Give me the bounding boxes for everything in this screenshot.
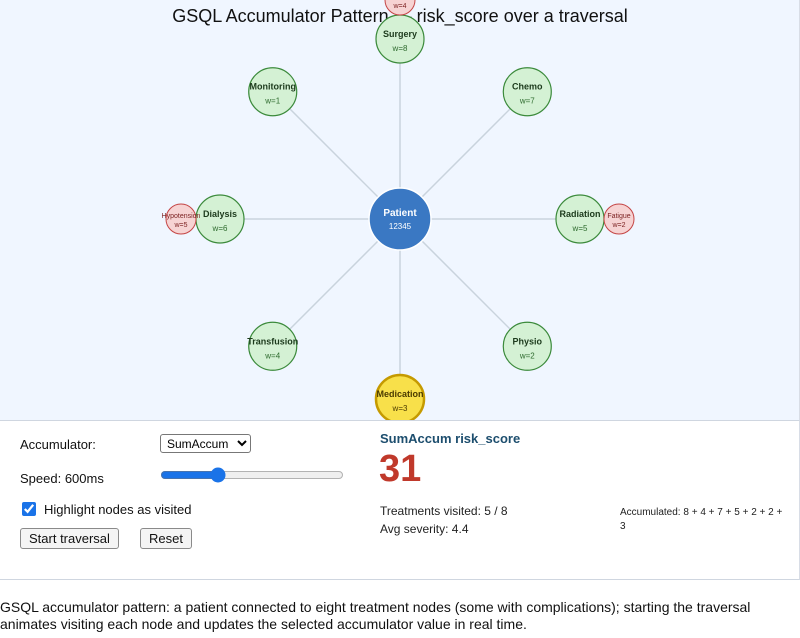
traversal-graph: GSQL Accumulator Pattern — risk_score ov… xyxy=(162,0,635,420)
treatment-label-surgery: Surgery xyxy=(383,29,417,39)
treatment-node-physio[interactable]: Physio w=2 xyxy=(502,321,552,371)
treatment-circle-chemo[interactable] xyxy=(502,67,552,117)
highlight-checkbox[interactable] xyxy=(22,502,36,516)
patient-circle[interactable] xyxy=(368,187,432,251)
treatment-weight-transfusion: w=4 xyxy=(264,351,280,360)
complication-weight-fatigue: w=2 xyxy=(611,222,625,229)
treatment-circle-physio[interactable] xyxy=(502,321,552,371)
treatment-label-radiation: Radiation xyxy=(559,209,600,219)
accumulator-label: Accumulator: xyxy=(20,437,96,452)
patient-node[interactable]: Patient 12345 xyxy=(368,187,432,251)
treatment-circle-medication[interactable] xyxy=(374,373,426,420)
node-layer: Surgeryw=8Chemow=7Radiationw=5Physiow=2M… xyxy=(162,0,635,420)
complication-label-hypotension: Hypotension xyxy=(162,213,201,220)
treatment-node-medication[interactable]: Medication w=3 xyxy=(374,373,426,420)
treatment-weight-radiation: w=5 xyxy=(572,224,588,233)
highlight-label[interactable]: Highlight nodes as visited xyxy=(44,502,192,517)
complication-node-infection[interactable]: Infection w=4 xyxy=(384,0,416,16)
treatment-node-transfusion[interactable]: Transfusion w=4 xyxy=(247,321,298,371)
complication-node-hypotension[interactable]: Hypotension w=5 xyxy=(162,203,201,235)
treatment-label-transfusion: Transfusion xyxy=(247,336,298,346)
treatment-node-dialysis[interactable]: Dialysis w=6 xyxy=(195,194,245,244)
treatment-node-monitoring[interactable]: Monitoring w=1 xyxy=(248,67,298,117)
treatments-visited: Treatments visited: 5 / 8 xyxy=(380,504,508,518)
treatment-label-medication: Medication xyxy=(376,389,423,399)
accumulated-expression: Accumulated: 8 + 4 + 7 + 5 + 2 + 2 + 3 xyxy=(620,507,783,532)
complication-weight-hypotension: w=5 xyxy=(173,222,187,229)
treatment-circle-radiation[interactable] xyxy=(555,194,605,244)
treatment-label-chemo: Chemo xyxy=(512,82,543,92)
treatment-circle-transfusion[interactable] xyxy=(248,321,298,371)
complication-label-infection: Infection xyxy=(387,0,414,1)
treatment-circle-dialysis[interactable] xyxy=(195,194,245,244)
treatment-weight-surgery: w=8 xyxy=(392,44,408,53)
speed-label: Speed: 600ms xyxy=(20,471,104,486)
treatment-node-surgery[interactable]: Surgery w=8 xyxy=(375,14,425,64)
treatment-label-physio: Physio xyxy=(513,336,543,346)
treatment-circle-monitoring[interactable] xyxy=(248,67,298,117)
accumulator-value: 31 xyxy=(379,448,422,490)
treatment-weight-physio: w=2 xyxy=(519,351,535,360)
complication-circle-fatigue[interactable] xyxy=(603,203,635,235)
treatment-label-monitoring: Monitoring xyxy=(249,82,296,92)
treatment-weight-chemo: w=7 xyxy=(519,97,535,106)
caption: GSQL accumulator pattern: a patient conn… xyxy=(0,599,751,632)
accumulator-select[interactable]: SumAccum xyxy=(160,434,251,453)
treatment-label-dialysis: Dialysis xyxy=(203,209,237,219)
control-panel: Accumulator: SumAccum Speed: 600ms Highl… xyxy=(0,420,800,580)
start-traversal-button[interactable]: Start traversal xyxy=(20,528,119,549)
complication-node-fatigue[interactable]: Fatigue w=2 xyxy=(603,203,635,235)
treatment-weight-monitoring: w=1 xyxy=(264,97,280,106)
accumulator-title: SumAccum risk_score xyxy=(380,431,521,446)
treatment-weight-medication: w=3 xyxy=(392,404,408,413)
treatment-node-chemo[interactable]: Chemo w=7 xyxy=(502,67,552,117)
reset-button[interactable]: Reset xyxy=(140,528,192,549)
complication-weight-infection: w=4 xyxy=(392,3,406,10)
treatment-node-radiation[interactable]: Radiation w=5 xyxy=(555,194,605,244)
patient-label: Patient xyxy=(383,208,417,219)
complication-circle-infection[interactable] xyxy=(384,0,416,16)
avg-severity: Avg severity: 4.4 xyxy=(380,522,469,536)
patient-id: 12345 xyxy=(389,222,412,231)
speed-slider[interactable] xyxy=(160,467,344,483)
treatment-weight-dialysis: w=6 xyxy=(212,224,228,233)
complication-label-fatigue: Fatigue xyxy=(607,213,630,220)
treatment-circle-surgery[interactable] xyxy=(375,14,425,64)
graph-panel: GSQL Accumulator Pattern — risk_score ov… xyxy=(0,0,800,420)
complication-circle-hypotension[interactable] xyxy=(165,203,197,235)
